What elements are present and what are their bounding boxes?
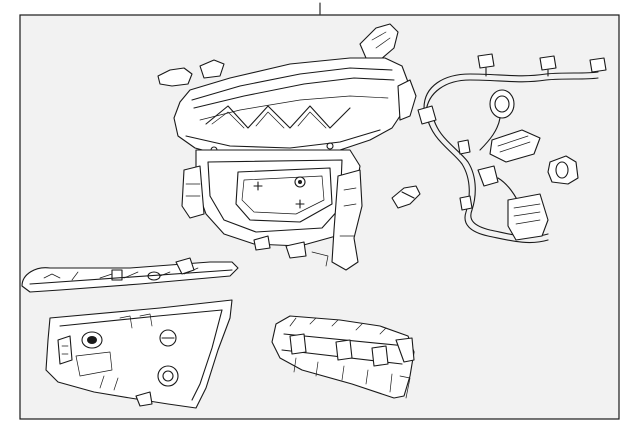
bulb [391,185,421,209]
wiring-harness [417,53,607,244]
mounting-bracket [271,315,415,399]
trim-strip [21,257,239,293]
headlamp-assembly [157,23,417,271]
socket [547,155,579,185]
lower-bracket [45,299,233,409]
